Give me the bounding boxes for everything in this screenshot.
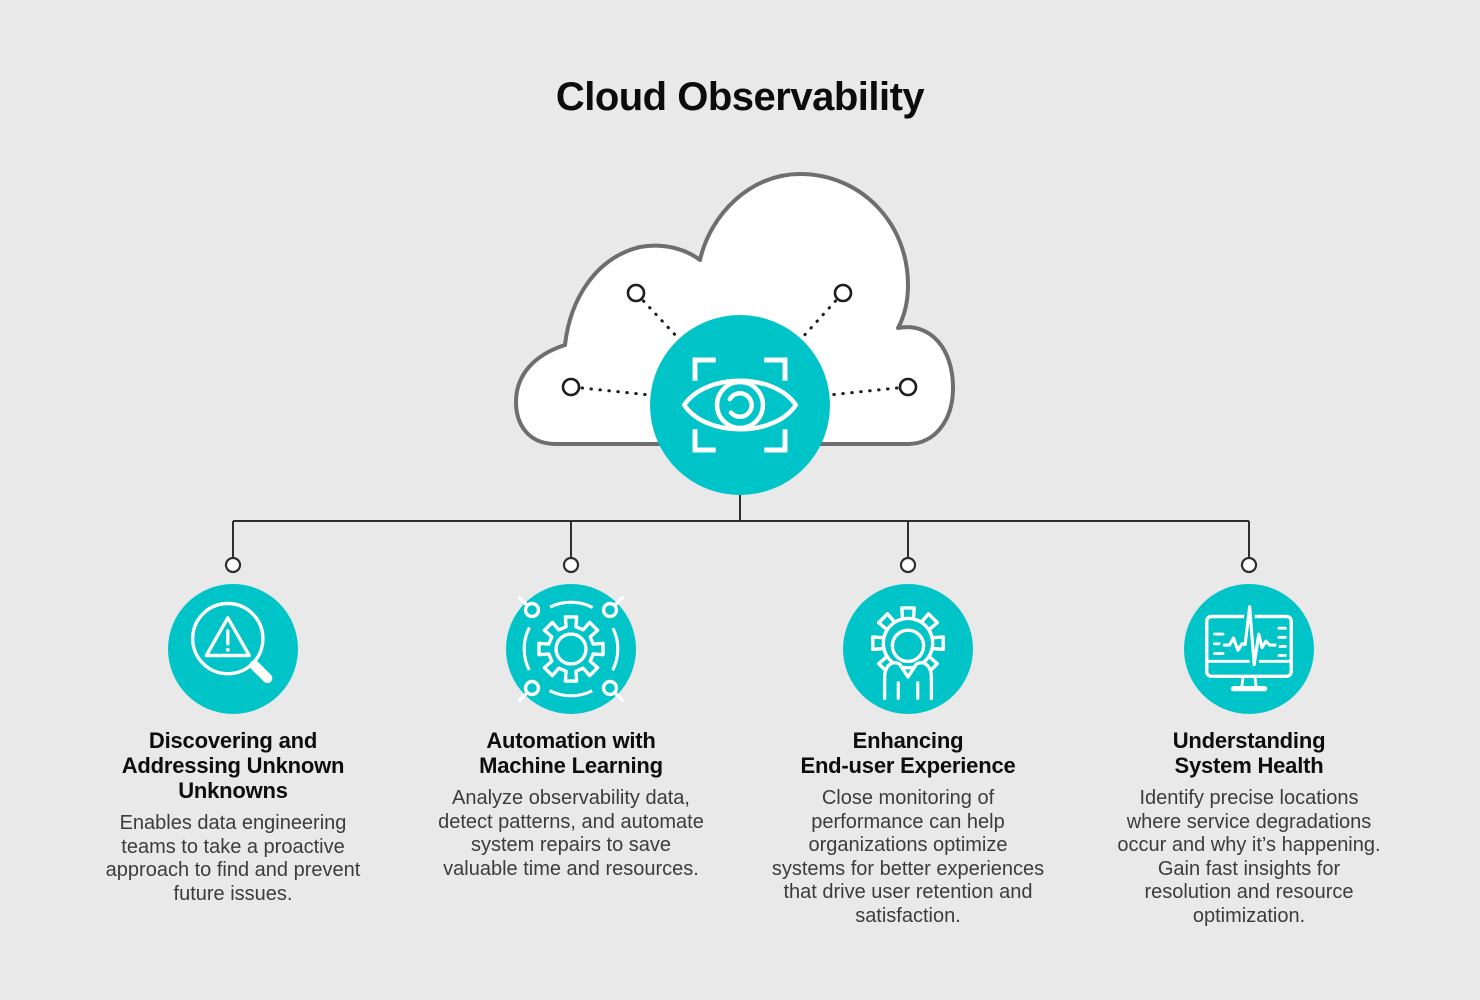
eye-pupil-spiral	[727, 391, 754, 419]
pulse-line	[1222, 605, 1277, 667]
magnifier-alert-icon	[191, 601, 273, 684]
observability-hub-circle	[650, 315, 830, 495]
cloud-shape	[514, 172, 955, 446]
branch-body: Enables data engineering teams to take a…	[105, 812, 361, 905]
branch-end-user-experience: Enhancing End-user Experience Close moni…	[748, 584, 1068, 928]
page-title: Cloud Observability	[555, 75, 925, 119]
eye-scan-icon	[681, 357, 799, 453]
user-gear-icon	[871, 606, 945, 701]
branch-body: Identify precise locations where service…	[1117, 787, 1381, 927]
eye-outline	[681, 378, 799, 432]
branch-icon-circle	[843, 584, 973, 714]
branch-heading: Understanding System Health	[1172, 728, 1326, 778]
cloud-node-dots	[561, 283, 918, 397]
branch-automation-ml: Automation with Machine Learning Analyze…	[411, 584, 731, 881]
branch-icon-circle	[1184, 584, 1314, 714]
branch-heading: Discovering and Addressing Unknown Unkno…	[121, 728, 345, 803]
automation-gear-icon	[517, 595, 625, 703]
connector-tree	[224, 495, 1258, 574]
branch-icon-circle	[168, 584, 298, 714]
branch-body: Analyze observability data, detect patte…	[438, 787, 704, 880]
branch-icon-circle	[506, 584, 636, 714]
branch-system-health: Understanding System Health Identify pre…	[1089, 584, 1409, 928]
branch-body: Close monitoring of performance can help…	[771, 787, 1045, 927]
branch-heading: Automation with Machine Learning	[479, 728, 663, 778]
branch-node-dots	[224, 556, 1258, 574]
branch-heading: Enhancing End-user Experience	[800, 728, 1016, 778]
eye-iris	[714, 379, 766, 431]
scan-frame-corners	[692, 357, 788, 453]
screen-dashes	[1213, 626, 1287, 657]
monitor-pulse-icon	[1205, 602, 1293, 692]
branch-discovering-unknowns: Discovering and Addressing Unknown Unkno…	[73, 584, 393, 906]
cloud-data-links	[561, 283, 918, 397]
